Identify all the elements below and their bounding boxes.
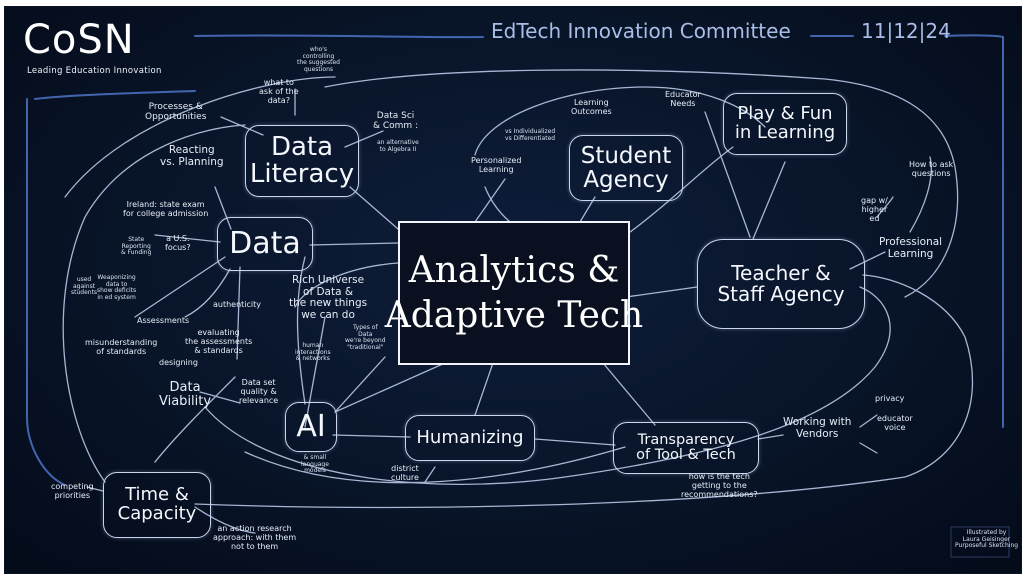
node-humanizing: Humanizing — [405, 415, 535, 461]
label-how-to-ask: How to ask questions — [909, 160, 954, 178]
label-action-research: an action research approach: with them n… — [213, 524, 297, 551]
label-privacy: privacy — [875, 394, 905, 403]
label-misunderstanding: misunderstanding of standards — [85, 338, 158, 356]
label-small-language-models: & small language models — [301, 454, 329, 475]
label-data-set-quality: Data set quality & relevance — [239, 378, 279, 405]
node-student-agency: Student Agency — [569, 135, 683, 201]
label-professional-learning: Professional Learning — [879, 236, 943, 260]
label-vs-individualized: vs Individualized vs Differentiated — [505, 128, 556, 142]
label-data-sci-comm: Data Sci & Comm : — [373, 111, 419, 131]
label-educator-needs: Educator Needs — [665, 90, 701, 108]
label-rich-universe: Rich Universe of Data & the new things w… — [289, 274, 368, 321]
label-types-of-data: Types of Data we're beyond "traditional" — [345, 324, 386, 351]
label-personalized-learning: Personalized Learning — [471, 156, 522, 174]
label-learning-outcomes: Learning Outcomes — [571, 98, 612, 116]
label-authenticity: authenticity — [213, 300, 262, 309]
label-designing: designing — [159, 358, 198, 367]
node-ai: AI — [285, 402, 337, 452]
signature-frame — [950, 526, 1010, 558]
label-weaponizing: Weaponizing data to show deficits in ed … — [97, 274, 137, 301]
label-assessments: Assessments — [137, 316, 190, 325]
node-transparency: Transparency of Tool & Tech — [613, 422, 759, 474]
label-working-with-vendors: Working with Vendors — [783, 416, 852, 440]
label-educator-voice: educator voice — [877, 414, 913, 432]
label-alternative-algebra: an alternative to Algebra II — [377, 139, 419, 153]
label-reacting-planning: Reacting vs. Planning — [160, 144, 224, 168]
header-underline — [194, 34, 484, 39]
label-used-against: used against students — [71, 276, 98, 297]
meeting-date: 11|12|24 — [861, 19, 951, 43]
label-competing-priorities: competing priorities — [51, 482, 94, 500]
page-title: EdTech Innovation Committee — [491, 19, 791, 43]
illustrator-credit: Illustrated by Laura Geisinger Purposefu… — [955, 529, 1019, 550]
node-time-capacity: Time & Capacity — [103, 472, 211, 538]
label-whos-controlling: who's controlling the suggested question… — [297, 46, 340, 73]
label-evaluating: evaluating the assessments & standards — [185, 328, 253, 355]
center-topic-box: Analytics & Adaptive Tech — [385, 221, 643, 365]
label-district-culture: district culture — [391, 464, 419, 482]
label-human-interactions: human interactions & networks — [295, 342, 331, 363]
label-what-to-ask: what to ask of the data? — [259, 78, 299, 105]
label-gap-higher-ed: gap w/ higher ed — [861, 196, 888, 223]
cosn-logo: CoSN — [23, 17, 135, 63]
node-teacher-staff-agency: Teacher & Staff Agency — [697, 239, 865, 329]
label-how-is-tech: how is the tech getting to the recommend… — [681, 472, 758, 499]
label-state-reporting: State Reporting & Funding — [121, 236, 152, 257]
label-ireland-exam: Ireland: state exam for college admissio… — [123, 200, 209, 218]
node-data-literacy: Data Literacy — [245, 125, 359, 197]
label-us-focus: a U.S. focus? — [165, 234, 191, 252]
logo-tagline: Leading Education Innovation — [27, 66, 162, 76]
label-data-viability: Data Viability — [159, 380, 212, 410]
node-data: Data — [217, 217, 313, 271]
label-processes-opportunities: Processes & Opportunities — [145, 102, 207, 122]
node-play-fun: Play & Fun in Learning — [723, 93, 847, 155]
sketchnote-board: CoSN Leading Education Innovation EdTech… — [4, 6, 1022, 574]
